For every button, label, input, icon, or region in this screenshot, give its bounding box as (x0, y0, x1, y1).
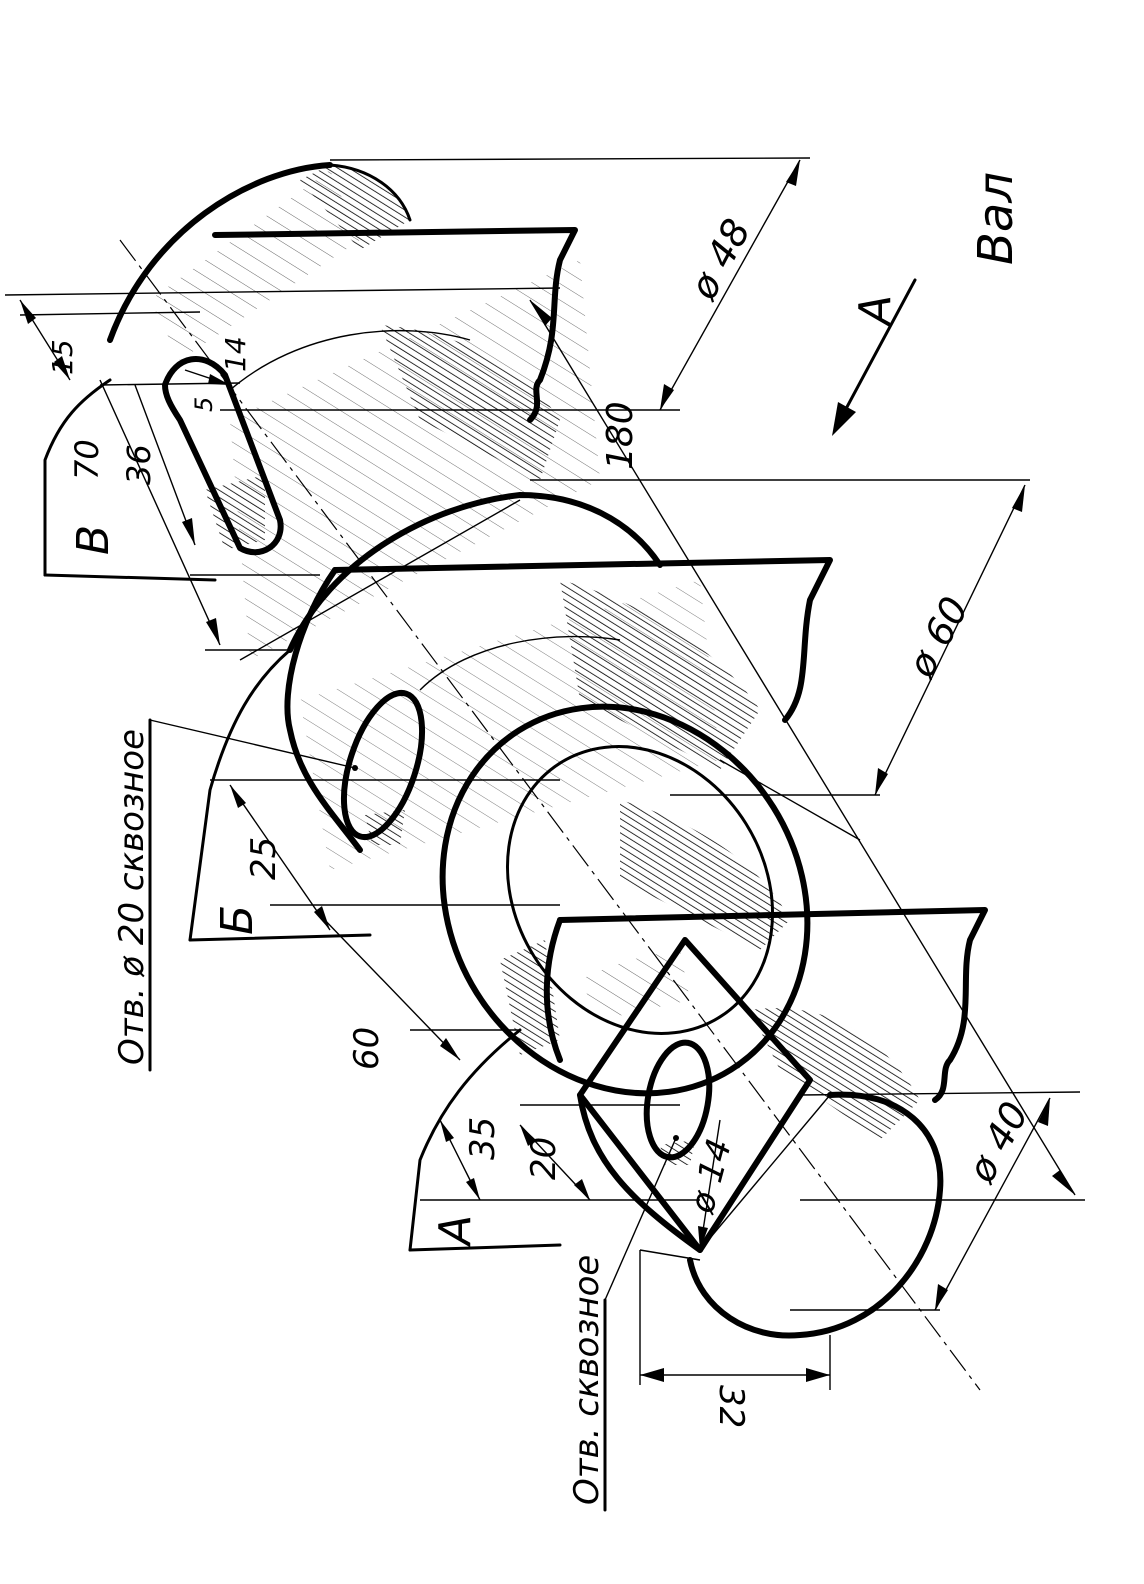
dim-180: 180 (600, 401, 641, 470)
dim-36: 36 (120, 444, 158, 485)
callout-leaders (148, 718, 677, 1512)
dim-70: 70 (68, 439, 106, 480)
dim-35: 35 (463, 1117, 503, 1160)
dim-d48: ø 48 (681, 212, 760, 307)
dimension-lines (19, 159, 1076, 1382)
dim-15: 15 (46, 339, 79, 375)
dim-d60: ø 60 (899, 590, 978, 685)
shaft-body-d48 (229, 260, 600, 661)
view-arrow-label: А (850, 295, 901, 328)
cutting-plane-a: А (408, 1028, 562, 1252)
section-label-v: В (68, 525, 119, 555)
cross-hole-d20 (340, 689, 426, 845)
section-label-b: Б (212, 905, 263, 935)
view-direction-arrow[interactable]: А (832, 278, 917, 436)
dim-20: 20 (524, 1137, 564, 1180)
dim-60: 60 (347, 1027, 387, 1070)
dim-14: 14 (219, 336, 252, 372)
drawing-title: Вал (968, 172, 1024, 265)
end-cylinder-d48 (107, 162, 412, 360)
dim-5: 5 (190, 397, 218, 412)
section-label-a: А (430, 1215, 481, 1248)
end-cylinder-d40 (543, 907, 988, 1339)
callout-hole-d20: Отв. ø 20 сквозное (112, 729, 152, 1065)
keyway-slot (162, 356, 284, 556)
extension-lines (4, 157, 1085, 1390)
dim-25: 25 (244, 837, 284, 880)
callout-hole-through: Отв. сквозное (567, 1255, 607, 1505)
shoulder-ring (439, 703, 811, 1097)
shaft-center-axis (119, 239, 981, 1391)
dim-32: 32 (711, 1385, 751, 1428)
